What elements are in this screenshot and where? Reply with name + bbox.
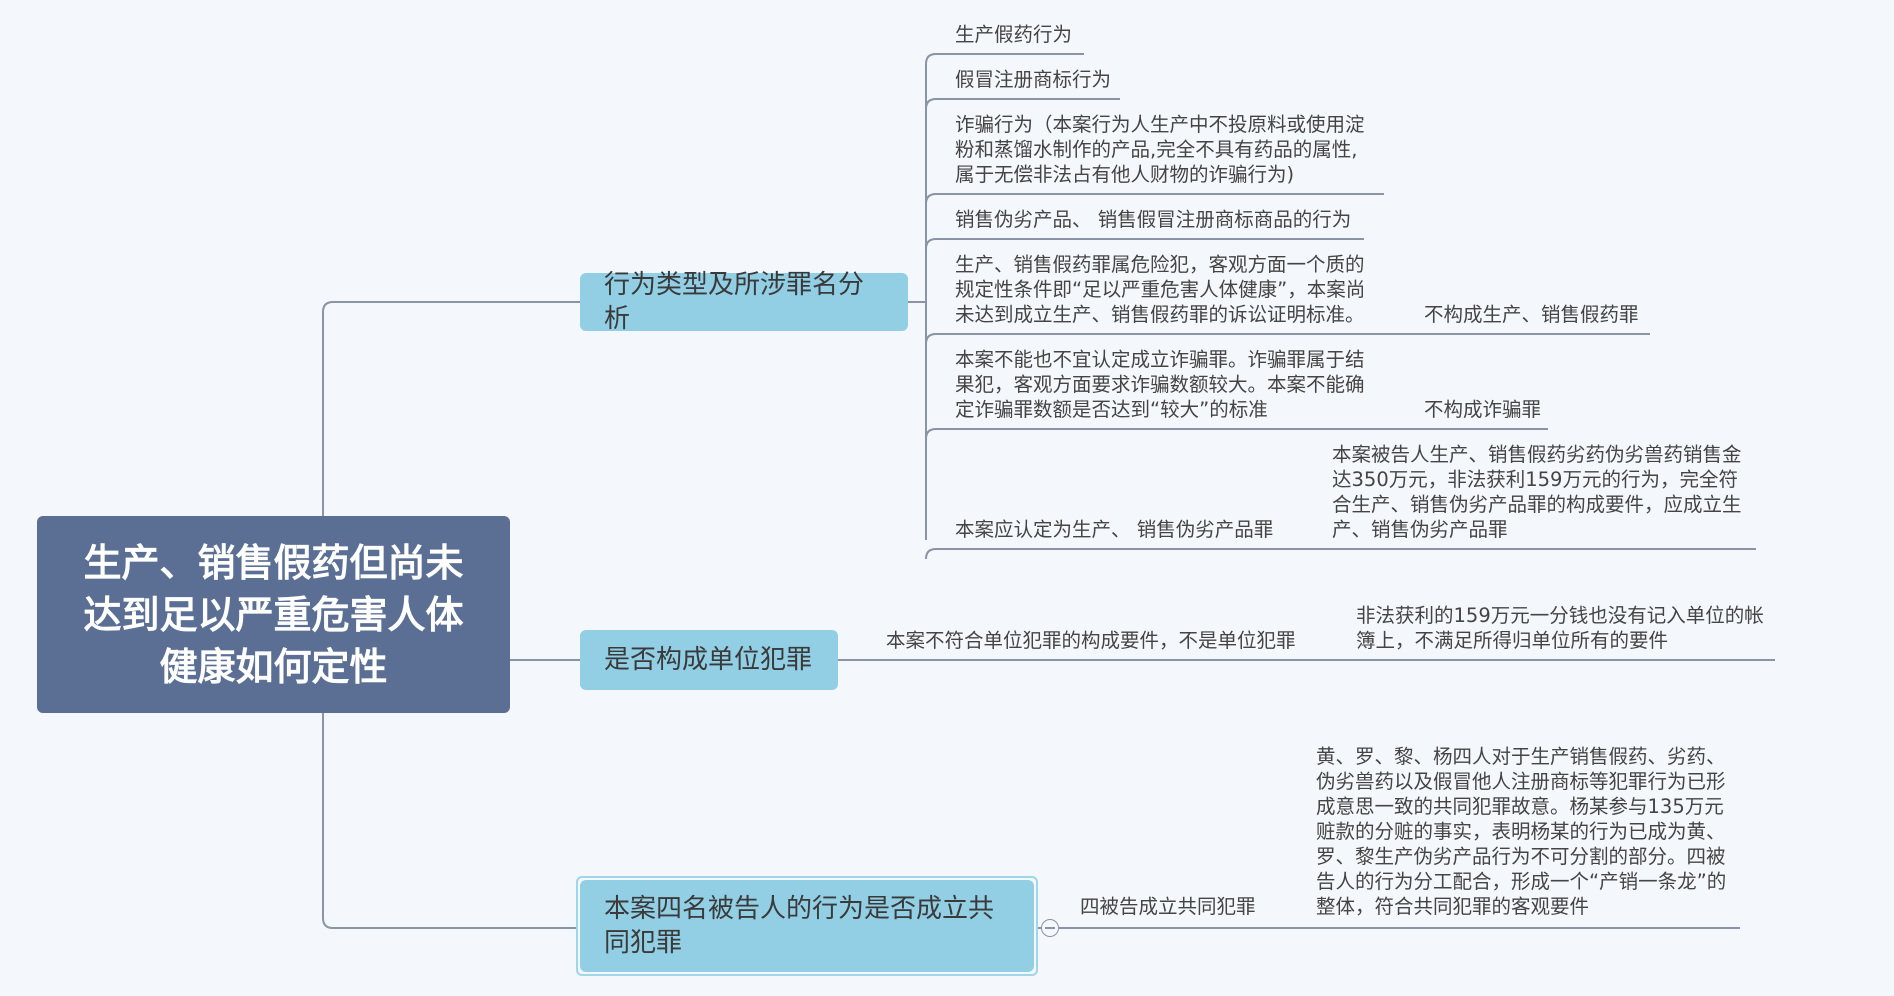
leaf-topic[interactable]: 四被告成立共同犯罪 (1080, 894, 1256, 919)
leaf-line: 定诈骗罪数额是否达到“较大”的标准 (955, 398, 1268, 421)
leaf-topic[interactable]: 本案不能也不宜认定成立诈骗罪。诈骗罪属于结 果犯，客观方面要求诈骗数额较大。本案… (955, 347, 1365, 422)
leaf-topic[interactable]: 本案应认定为生产、 销售伪劣产品罪 (955, 517, 1273, 542)
root-title-line: 健康如何定性 (159, 644, 388, 689)
root-title-line: 达到足以严重危害人体 (83, 592, 464, 637)
leaf-line: 果犯，客观方面要求诈骗数额较大。本案不能确 (955, 373, 1365, 396)
leaf-line: 告人的行为分工配合，形成一个“产销一条龙”的 (1316, 870, 1727, 893)
leaf-topic[interactable]: 生产、销售假药罪属危险犯，客观方面一个质的 规定性条件即“足以严重危害人体健康”… (955, 252, 1365, 327)
leaf-line: 属于无偿非法占有他人财物的诈骗行为) (955, 163, 1295, 186)
leaf-line: 生产假药行为 (955, 23, 1073, 46)
leaf-underline (925, 238, 1364, 250)
leaf-underline (925, 548, 1756, 560)
leaf-line: 罗、黎生产伪劣产品行为不可分割的部分。四被 (1316, 845, 1726, 868)
leaf-line: 非法获利的159万元一分钱也没有记入单位的帐 (1356, 604, 1764, 627)
leaf-line: 假冒注册商标行为 (955, 68, 1112, 91)
branch-label: 本案四名被告人的行为是否成立共同犯罪 (604, 894, 995, 958)
root-to-branch-line (322, 713, 576, 929)
collapse-toggle-icon[interactable] (1041, 919, 1059, 937)
leaf-line: 伪劣兽药以及假冒他人注册商标等犯罪行为已形 (1316, 770, 1726, 793)
branch-label: 行为类型及所涉罪名分析 (604, 270, 865, 334)
leaf-line: 产、销售伪劣产品罪 (1332, 518, 1508, 541)
leaf-line: 本案不符合单位犯罪的构成要件，不是单位犯罪 (886, 629, 1296, 652)
leaf-line: 赃款的分赃的事实，表明杨某的行为已成为黄、 (1316, 820, 1726, 843)
leaf-underline (925, 333, 1650, 345)
leaf-line: 合生产、销售伪劣产品罪的构成要件，应成立生 (1332, 493, 1742, 516)
leaf-topic[interactable]: 诈骗行为（本案行为人生产中不投原料或使用淀 粉和蒸馏水制作的产品,完全不具有药品… (955, 112, 1365, 187)
leaf-line: 未达到成立生产、销售假药罪的诉讼证明标准。 (955, 303, 1365, 326)
conclusion-topic[interactable]: 不构成生产、销售假药罪 (1424, 302, 1639, 327)
branch-selection-outline (576, 876, 1038, 976)
leaf-underline (925, 193, 1384, 205)
leaf-line: 本案被告人生产、销售假药劣药伪劣兽药销售金 (1332, 443, 1742, 466)
leaf-line: 簿上，不满足所得归单位所有的要件 (1356, 629, 1669, 652)
branch-behavior-analysis[interactable]: 行为类型及所涉罪名分析 (580, 270, 908, 334)
leaf-underline (925, 428, 1548, 440)
leaf-line: 规定性条件即“足以严重危害人体健康”，本案尚 (955, 278, 1366, 301)
detail-topic[interactable]: 黄、罗、黎、杨四人对于生产销售假药、劣药、 伪劣兽药以及假冒他人注册商标等犯罪行… (1316, 744, 1726, 919)
leaf-line: 粉和蒸馏水制作的产品,完全不具有药品的属性, (955, 138, 1358, 161)
conclusion-topic[interactable]: 不构成诈骗罪 (1424, 397, 1541, 422)
leaf-line: 整体，符合共同犯罪的客观要件 (1316, 895, 1590, 918)
branch-label: 是否构成单位犯罪 (604, 645, 813, 675)
leaf-underline (925, 53, 1084, 65)
leaf-line: 达350万元，非法获利159万元的行为，完全符 (1332, 468, 1738, 491)
root-to-branch-line (322, 301, 580, 516)
leaf-topic[interactable]: 生产假药行为 (955, 22, 1072, 47)
branch-unit-crime[interactable]: 是否构成单位犯罪 (580, 630, 838, 690)
leaf-line: 本案应认定为生产、 销售伪劣产品罪 (955, 518, 1274, 541)
leaf-line: 生产、销售假药罪属危险犯，客观方面一个质的 (955, 253, 1365, 276)
leaf-line: 四被告成立共同犯罪 (1080, 895, 1256, 918)
leaf-line: 成意思一致的共同犯罪故意。杨某参与135万元 (1316, 795, 1724, 818)
root-topic[interactable]: 生产、销售假药但尚未 达到足以严重危害人体 健康如何定性 (37, 516, 510, 713)
root-title-line: 生产、销售假药但尚未 (83, 540, 464, 585)
leaf-line: 不构成生产、销售假药罪 (1424, 303, 1639, 326)
leaf-topic[interactable]: 本案不符合单位犯罪的构成要件，不是单位犯罪 (886, 628, 1296, 653)
detail-topic[interactable]: 非法获利的159万元一分钱也没有记入单位的帐 簿上，不满足所得归单位所有的要件 (1356, 603, 1764, 653)
leaf-underline (925, 98, 1120, 110)
leaf-line: 不构成诈骗罪 (1424, 398, 1542, 421)
leaf-line: 销售伪劣产品、 销售假冒注册商标商品的行为 (955, 208, 1352, 231)
leaf-topic[interactable]: 销售伪劣产品、 销售假冒注册商标商品的行为 (955, 207, 1351, 232)
detail-topic[interactable]: 本案被告人生产、销售假药劣药伪劣兽药销售金 达350万元，非法获利159万元的行… (1332, 442, 1742, 542)
branch-joint-crime[interactable]: 本案四名被告人的行为是否成立共同犯罪 (580, 880, 1034, 972)
leaf-topic[interactable]: 假冒注册商标行为 (955, 67, 1111, 92)
leaf-line: 黄、罗、黎、杨四人对于生产销售假药、劣药、 (1316, 745, 1726, 768)
leaf-line: 本案不能也不宜认定成立诈骗罪。诈骗罪属于结 (955, 348, 1365, 371)
leaf-line: 诈骗行为（本案行为人生产中不投原料或使用淀 (955, 113, 1365, 136)
